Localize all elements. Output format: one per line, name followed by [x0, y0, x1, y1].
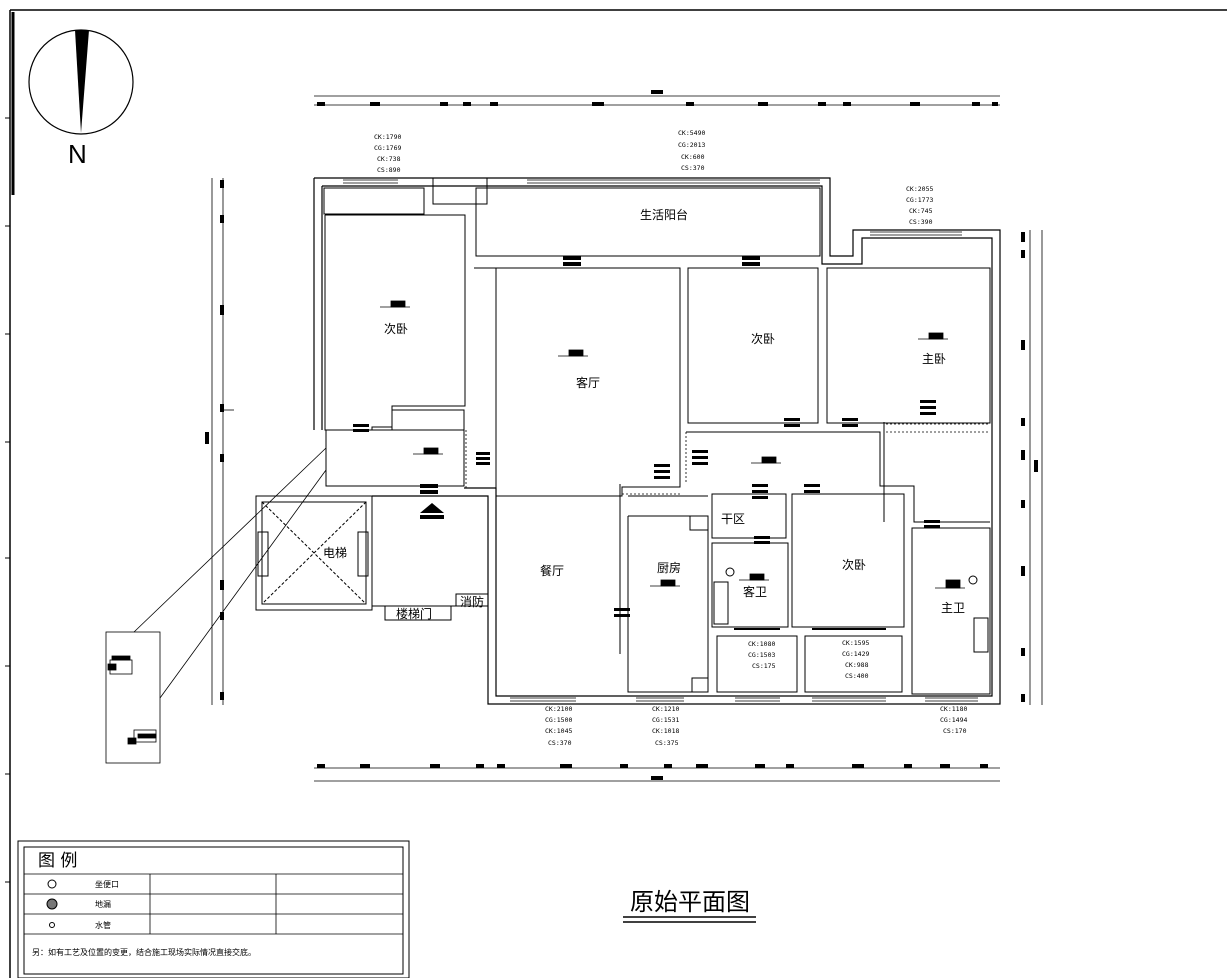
- detail-callout: [105, 447, 327, 764]
- drawing-title: 原始平面图: [623, 888, 756, 923]
- entrance-arrow-icon: [420, 503, 444, 519]
- svg-text:CK:600: CK:600: [681, 153, 705, 161]
- svg-text:CG:1769: CG:1769: [374, 144, 401, 152]
- svg-text:CS:370: CS:370: [681, 164, 705, 172]
- svg-text:CK:1080: CK:1080: [748, 640, 775, 648]
- svg-text:CS:170: CS:170: [943, 727, 967, 735]
- room-living-balcony: 生活阳台: [640, 207, 688, 222]
- dimension-line-top: [314, 90, 1000, 106]
- svg-text:CK:745: CK:745: [909, 207, 933, 215]
- circle-icon: [47, 879, 57, 889]
- window-note-w1: CK:1790 CG:1769 CK:738 CS:890: [374, 133, 401, 174]
- svg-text:CG:1503: CG:1503: [748, 651, 775, 659]
- window-note-w3: CK:2055 CG:1773 CK:745 CS:390: [906, 185, 933, 226]
- svg-text:CG:1429: CG:1429: [842, 650, 869, 658]
- svg-text:CK:1790: CK:1790: [374, 133, 401, 141]
- svg-text:CS:890: CS:890: [377, 166, 401, 174]
- frame-ticks: [5, 117, 10, 883]
- svg-text:CK:5490: CK:5490: [678, 129, 705, 137]
- legend-table: 图 例 坐便口 地漏 水管 另：如有工艺及位置的变更，结合施工现场实际情况直接交…: [17, 840, 410, 978]
- dimension-line-bottom: [314, 764, 1000, 782]
- svg-text:CK:1045: CK:1045: [545, 727, 572, 735]
- room-dining-room: 餐厅: [540, 563, 564, 578]
- legend-title: 图 例: [38, 851, 77, 871]
- room-labels: 生活阳台 次卧 客厅 次卧 主卧 电梯 餐厅 厨房 干区 客卫 次卧 主卫 楼梯…: [323, 207, 965, 621]
- north-arrow-icon: N: [28, 29, 134, 169]
- room-kitchen: 厨房: [657, 560, 681, 575]
- windows: [343, 179, 978, 702]
- svg-text:CK:1180: CK:1180: [940, 705, 967, 713]
- window-note-w8: CK:1180 CG:1494 CS:170: [940, 705, 967, 735]
- svg-text:CK:738: CK:738: [377, 155, 401, 163]
- legend-label-1: 地漏: [95, 899, 111, 909]
- room-bedroom-n: 次卧: [751, 332, 775, 346]
- room-guest-bath: 客卫: [743, 584, 767, 599]
- outer-walls: [313, 177, 1001, 705]
- room-stair-door: 楼梯门: [396, 606, 432, 621]
- svg-text:CK:988: CK:988: [845, 661, 869, 669]
- svg-text:CG:1500: CG:1500: [545, 716, 572, 724]
- dimension-line-left: [205, 178, 234, 705]
- legend-label-2: 水管: [95, 920, 111, 930]
- svg-text:CK:1210: CK:1210: [652, 705, 679, 713]
- svg-text:CS:370: CS:370: [548, 739, 572, 747]
- hatched-circle-icon: [46, 898, 58, 910]
- svg-text:CS:175: CS:175: [752, 662, 776, 670]
- legend-note: 另：如有工艺及位置的变更，结合施工现场实际情况直接交底。: [32, 947, 256, 957]
- room-bedroom-s: 次卧: [842, 558, 866, 572]
- svg-text:CG:1494: CG:1494: [940, 716, 967, 724]
- svg-text:CK:1018: CK:1018: [652, 727, 679, 735]
- fixture-symbols: [725, 567, 978, 585]
- room-master-bath: 主卫: [941, 601, 965, 615]
- room-dry-area: 干区: [721, 512, 745, 526]
- svg-text:CK:2100: CK:2100: [545, 705, 572, 713]
- room-living-room: 客厅: [576, 375, 600, 390]
- svg-text:CG:2013: CG:2013: [678, 141, 705, 149]
- window-dimension-notes: CK:1790 CG:1769 CK:738 CS:890 CK:5490 CG…: [374, 129, 967, 747]
- window-note-w5: CK:1210 CG:1531 CK:1018 CS:375: [652, 705, 679, 747]
- svg-text:CS:400: CS:400: [845, 672, 869, 680]
- legend-label-0: 坐便口: [95, 879, 119, 889]
- room-master-bedroom: 主卧: [922, 352, 946, 366]
- svg-text:CS:375: CS:375: [655, 739, 679, 747]
- north-label: N: [68, 139, 87, 169]
- svg-text:CG:1531: CG:1531: [652, 716, 679, 724]
- door-marks: [353, 256, 940, 630]
- window-note-w4: CK:2100 CG:1500 CK:1045 CS:370: [545, 705, 572, 747]
- small-circle-icon: [49, 922, 55, 928]
- window-note-w7: CK:1595 CG:1429 CK:988 CS:400: [842, 639, 869, 680]
- svg-text:CK:1595: CK:1595: [842, 639, 869, 647]
- dashed-openings: [465, 423, 990, 495]
- page-title: 原始平面图: [630, 888, 750, 916]
- svg-text:CK:2055: CK:2055: [906, 185, 933, 193]
- interior-walls: [255, 177, 991, 695]
- svg-text:CS:390: CS:390: [909, 218, 933, 226]
- room-fire: 消防: [460, 594, 484, 609]
- room-bedroom-nw: 次卧: [384, 322, 408, 336]
- window-note-w6: CK:1080 CG:1503 CS:175: [748, 640, 776, 670]
- dimension-line-right: [1021, 230, 1043, 705]
- room-elevator: 电梯: [323, 546, 347, 560]
- window-note-w2: CK:5490 CG:2013 CK:600 CS:370: [678, 129, 705, 172]
- outlet-symbols: [380, 300, 965, 589]
- svg-text:CG:1773: CG:1773: [906, 196, 933, 204]
